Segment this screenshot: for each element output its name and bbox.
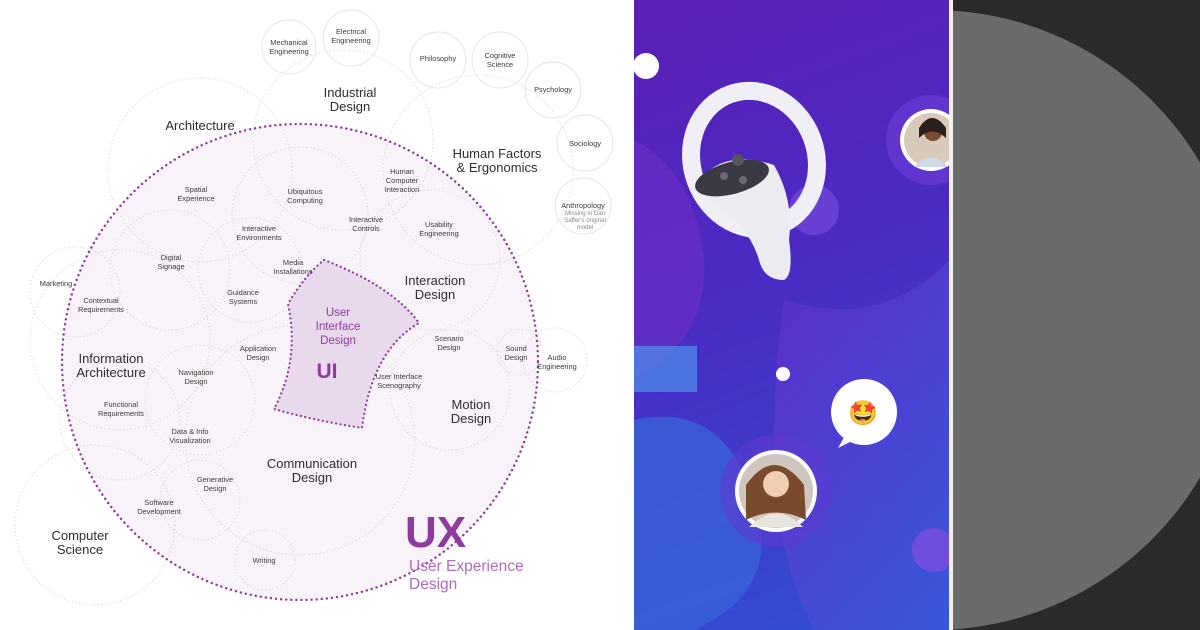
dark-panel-art — [953, 10, 1200, 630]
white-dot — [634, 53, 659, 79]
panel-divider — [949, 0, 953, 630]
label-writing: Writing — [253, 556, 276, 565]
label-marketing: Marketing — [40, 279, 72, 288]
label-architecture: Architecture — [165, 118, 234, 133]
ux-mark: UX — [405, 508, 466, 557]
label-human-factors: Human Factors& Ergonomics — [453, 146, 542, 175]
white-dot-small — [776, 367, 790, 381]
blue-block — [634, 346, 697, 392]
ui-mark: UI — [317, 360, 338, 383]
vr-promo-panel: 🤩 — [634, 0, 949, 630]
ux-title-line1: User Experience — [409, 558, 524, 575]
label-psychology: Psychology — [534, 85, 572, 94]
vr-controller-image — [682, 81, 826, 280]
label-anthropology: Anthropology — [561, 201, 605, 210]
promo-art: 🤩 — [634, 53, 949, 630]
ui-area — [272, 258, 421, 430]
ux-boundary — [60, 122, 540, 602]
ux-title-line2: Design — [409, 576, 457, 593]
label-sociology: Sociology — [569, 139, 601, 148]
avatar-top — [900, 109, 949, 171]
emoji-speech-bubble: 🤩 — [831, 379, 897, 448]
star-struck-emoji: 🤩 — [848, 400, 878, 427]
avatar-bottom — [735, 450, 817, 532]
dark-panel — [953, 0, 1200, 630]
label-philosophy: Philosophy — [420, 54, 456, 63]
grey-disc — [953, 10, 1200, 630]
field-rings — [14, 9, 614, 606]
